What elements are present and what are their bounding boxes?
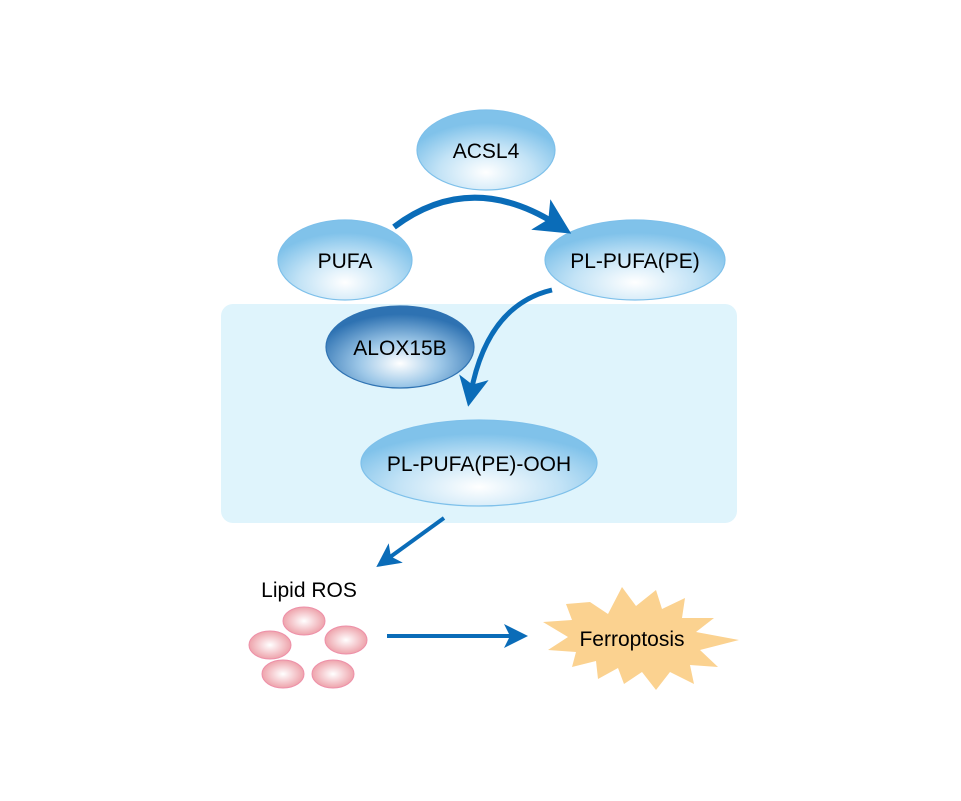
ros-particle [248, 630, 292, 660]
node-pl-pufa-pe-label: PL-PUFA(PE) [570, 250, 700, 273]
node-acsl4-label: ACSL4 [453, 140, 520, 163]
node-alox15b: ALOX15B [325, 305, 475, 389]
node-ferroptosis-label: Ferroptosis [579, 628, 684, 651]
ros-particle [324, 625, 368, 655]
node-pl-pufa-pe-ooh: PL-PUFA(PE)-OOH [360, 419, 598, 507]
ros-particle [282, 606, 326, 636]
ros-particle [311, 659, 355, 689]
node-pl-pufa-pe-ooh-label: PL-PUFA(PE)-OOH [387, 453, 571, 476]
node-alox15b-label: ALOX15B [353, 337, 446, 360]
arrow-pl-pufa-pe-to-ooh [459, 287, 553, 407]
node-pufa: PUFA [277, 219, 413, 301]
arrow-pufa-to-pl-pufa-pe [392, 194, 572, 234]
node-acsl4: ACSL4 [416, 109, 556, 191]
lipid-ros-cluster [248, 606, 368, 689]
node-ferroptosis: Ferroptosis [543, 587, 739, 690]
starburst-shape [543, 587, 739, 690]
lipid-ros-label: Lipid ROS [261, 579, 357, 602]
ros-particle [261, 659, 305, 689]
node-pufa-label: PUFA [318, 250, 373, 273]
arrow-ooh-to-lipid-ros [376, 516, 446, 568]
node-pl-pufa-pe: PL-PUFA(PE) [544, 219, 726, 301]
